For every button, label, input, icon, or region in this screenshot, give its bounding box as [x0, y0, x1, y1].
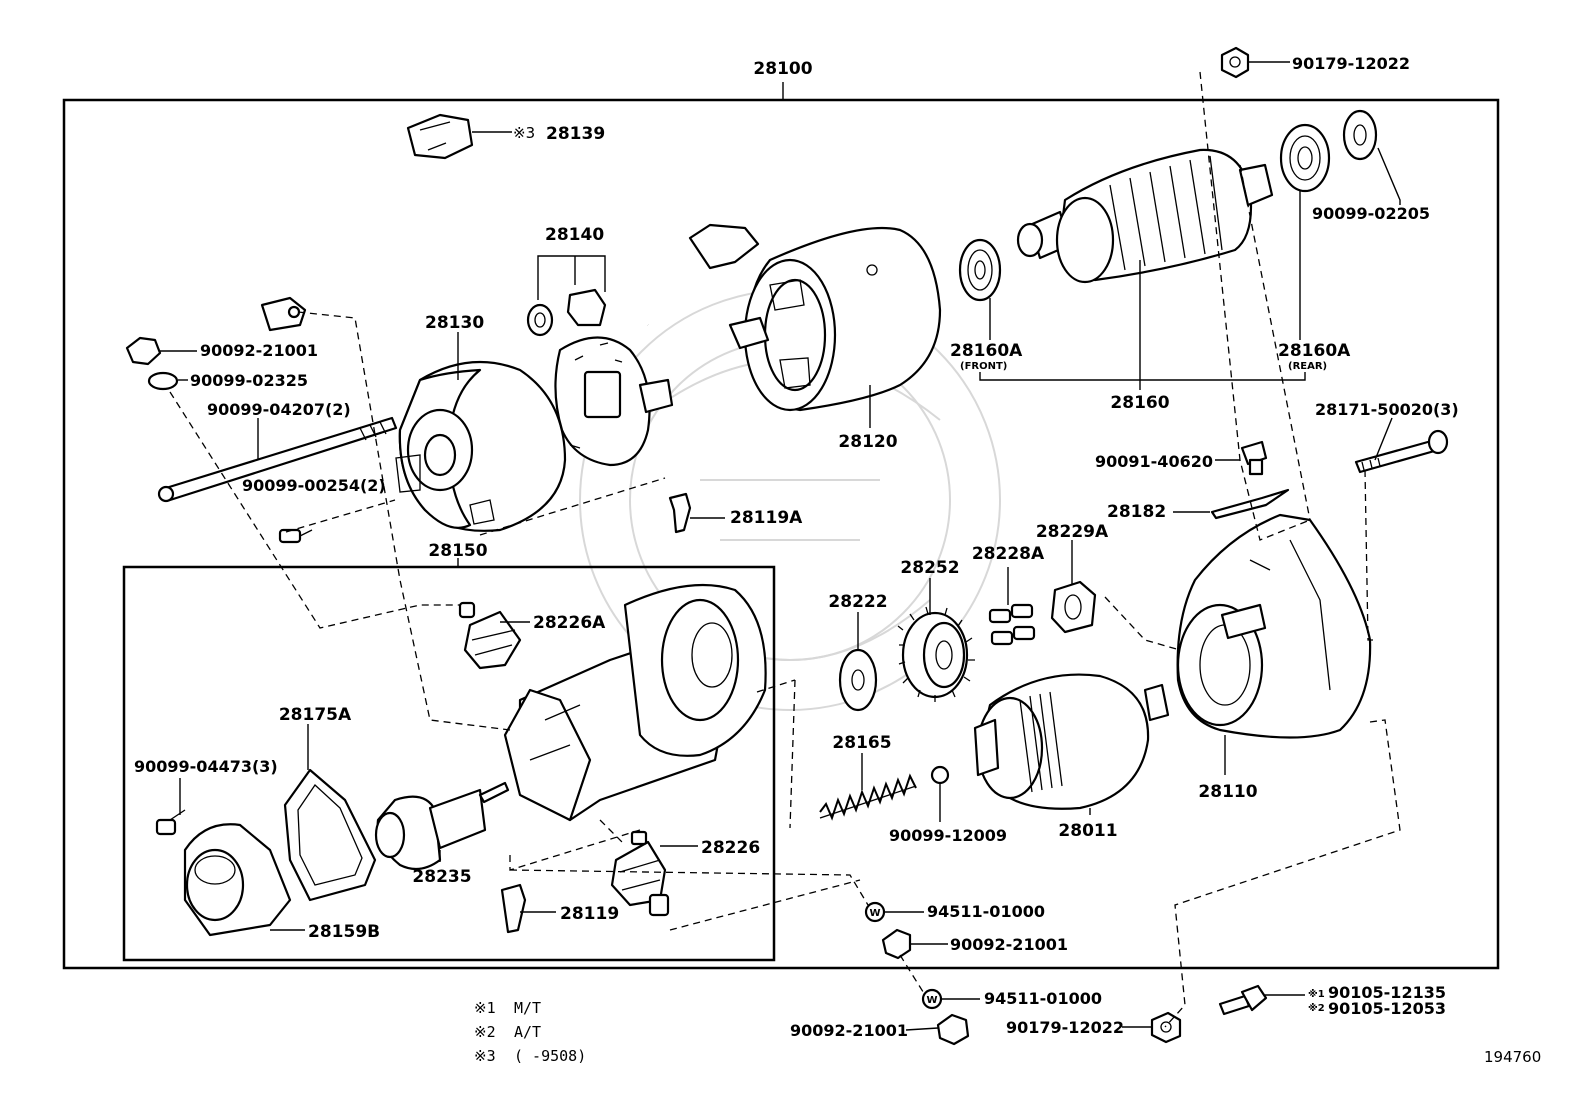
part-label: 28140: [545, 225, 604, 245]
ball-90099-12009: [930, 765, 950, 785]
nut-90179-b: [1150, 1011, 1182, 1044]
part-label: 90105-12053: [1328, 999, 1446, 1018]
footnote-text: A/T: [514, 1023, 541, 1041]
part-label: 28120: [838, 432, 897, 452]
pins-28228A: [988, 603, 1036, 646]
bolt-28171-50020: [1354, 429, 1449, 474]
through-bolt-90099-04207: [157, 416, 398, 503]
part-label: 90092-21001: [790, 1021, 908, 1040]
yoke-28120: [622, 223, 942, 412]
part-label: 90092-21001: [950, 935, 1068, 954]
part-label: 28110: [1198, 782, 1257, 802]
washer-glyph: W: [869, 908, 880, 919]
subassembly-28150-frame: [122, 565, 776, 962]
screw-90099-00254: [278, 528, 313, 544]
gasket-28175A: [283, 768, 377, 902]
drive-housing-28110: [1176, 513, 1372, 739]
footnote-text: M/T: [514, 999, 541, 1017]
part-label: 90092-21001: [200, 341, 318, 360]
part-label: 28160A: [1278, 341, 1351, 361]
part-label: 94511-01000: [927, 902, 1045, 921]
leader-lines: [160, 61, 1401, 1031]
assembly-frame: [62, 98, 1500, 970]
bolt-90091-40620: [1240, 440, 1268, 476]
washer-90099-02205: [1342, 109, 1378, 161]
bearing-rear-28160A: [1279, 123, 1331, 193]
lead-wire-28139: [222, 113, 474, 332]
footnotes: ※1 M/T ※2 A/T ※3 ( -9508): [474, 999, 586, 1065]
part-label: 90091-40620: [1095, 452, 1213, 471]
pin-28119A: [668, 492, 692, 534]
part-label: 90099-02325: [190, 371, 308, 390]
lever-housing-28150: [503, 583, 767, 822]
part-label: 28159B: [308, 922, 380, 942]
pin-28119: [500, 883, 527, 934]
part-label: 28011: [1058, 821, 1117, 841]
plunger-28235: [374, 781, 510, 871]
footnote-mark: ※2: [474, 1023, 496, 1041]
part-label: 28228A: [972, 544, 1045, 564]
bearing-front-28160A: [958, 238, 1002, 302]
nut-90179-a: [1220, 46, 1250, 79]
terminal-28226: [610, 830, 670, 917]
part-label: 28222: [828, 592, 887, 612]
brush-holder-28140: [526, 288, 674, 467]
bolt-90105: [1218, 984, 1268, 1016]
part-label: 28139: [546, 124, 605, 144]
part-label: 28235: [412, 867, 471, 887]
part-label: 94511-01000: [984, 989, 1102, 1008]
retainer-28229A: [1050, 580, 1097, 634]
screw-90099-04473: [155, 809, 186, 836]
end-frame-28130: [395, 360, 567, 532]
reference-number: 194760: [1484, 1048, 1541, 1066]
part-label: 28229A: [1036, 522, 1109, 542]
part-label: 28171-50020(3): [1315, 400, 1459, 419]
part-label: 90099-04473(3): [134, 757, 278, 776]
pin-28182: [1210, 488, 1290, 520]
part-label: 28160: [1110, 393, 1169, 413]
spring-28165: [819, 773, 917, 821]
part-label: 90099-04207(2): [207, 400, 351, 419]
part-label: 90179-12022: [1292, 54, 1410, 73]
part-label: 28119A: [730, 508, 803, 528]
part-label: 28150: [428, 541, 487, 561]
cover-28159B: [183, 823, 292, 937]
part-label: 90105-12135: [1328, 983, 1446, 1002]
part-label: 28165: [832, 733, 891, 753]
part-label: 28130: [425, 313, 484, 333]
part-label: 28119: [560, 904, 619, 924]
washer-28222: [838, 648, 878, 712]
part-label: 90179-12022: [1006, 1018, 1124, 1037]
assembly-guide-lines: [169, 71, 1401, 1028]
part-labels: 28100 90179-12022 ※3 28139 90099-02205 2…: [134, 54, 1459, 1040]
part-label: 90099-02205: [1312, 204, 1430, 223]
nut-90092-a: [125, 336, 162, 366]
part-label: 28252: [900, 558, 959, 578]
footnote-text: ( -9508): [514, 1047, 586, 1065]
part-sublabel: (REAR): [1288, 361, 1327, 372]
clutch-28011: [973, 673, 1170, 810]
part-label: 90099-00254(2): [242, 476, 386, 495]
idler-gear-28252: [897, 606, 975, 702]
part-sublabel: (FRONT): [960, 361, 1007, 372]
part-label: 28160A: [950, 341, 1023, 361]
part-label: 28226: [701, 838, 760, 858]
assembly-number-label: 28100: [753, 59, 812, 79]
washer-glyph: W: [926, 995, 937, 1006]
footnote-mark: ※3: [474, 1047, 496, 1065]
terminal-28226A: [458, 601, 522, 670]
washer-90099-02325: [147, 371, 179, 391]
part-mark: ※1: [1308, 988, 1325, 1000]
part-mark: ※3: [513, 124, 535, 142]
part-label: 90099-12009: [889, 826, 1007, 845]
part-label: 28226A: [533, 613, 606, 633]
part-label: 28182: [1107, 502, 1166, 522]
footnote-mark: ※1: [474, 999, 496, 1017]
nut-90092-c: [936, 1013, 970, 1046]
nut-90092-b: [881, 928, 912, 960]
part-mark: ※2: [1308, 1002, 1325, 1014]
armature-28160: [1016, 148, 1274, 284]
part-label: 28175A: [279, 705, 352, 725]
